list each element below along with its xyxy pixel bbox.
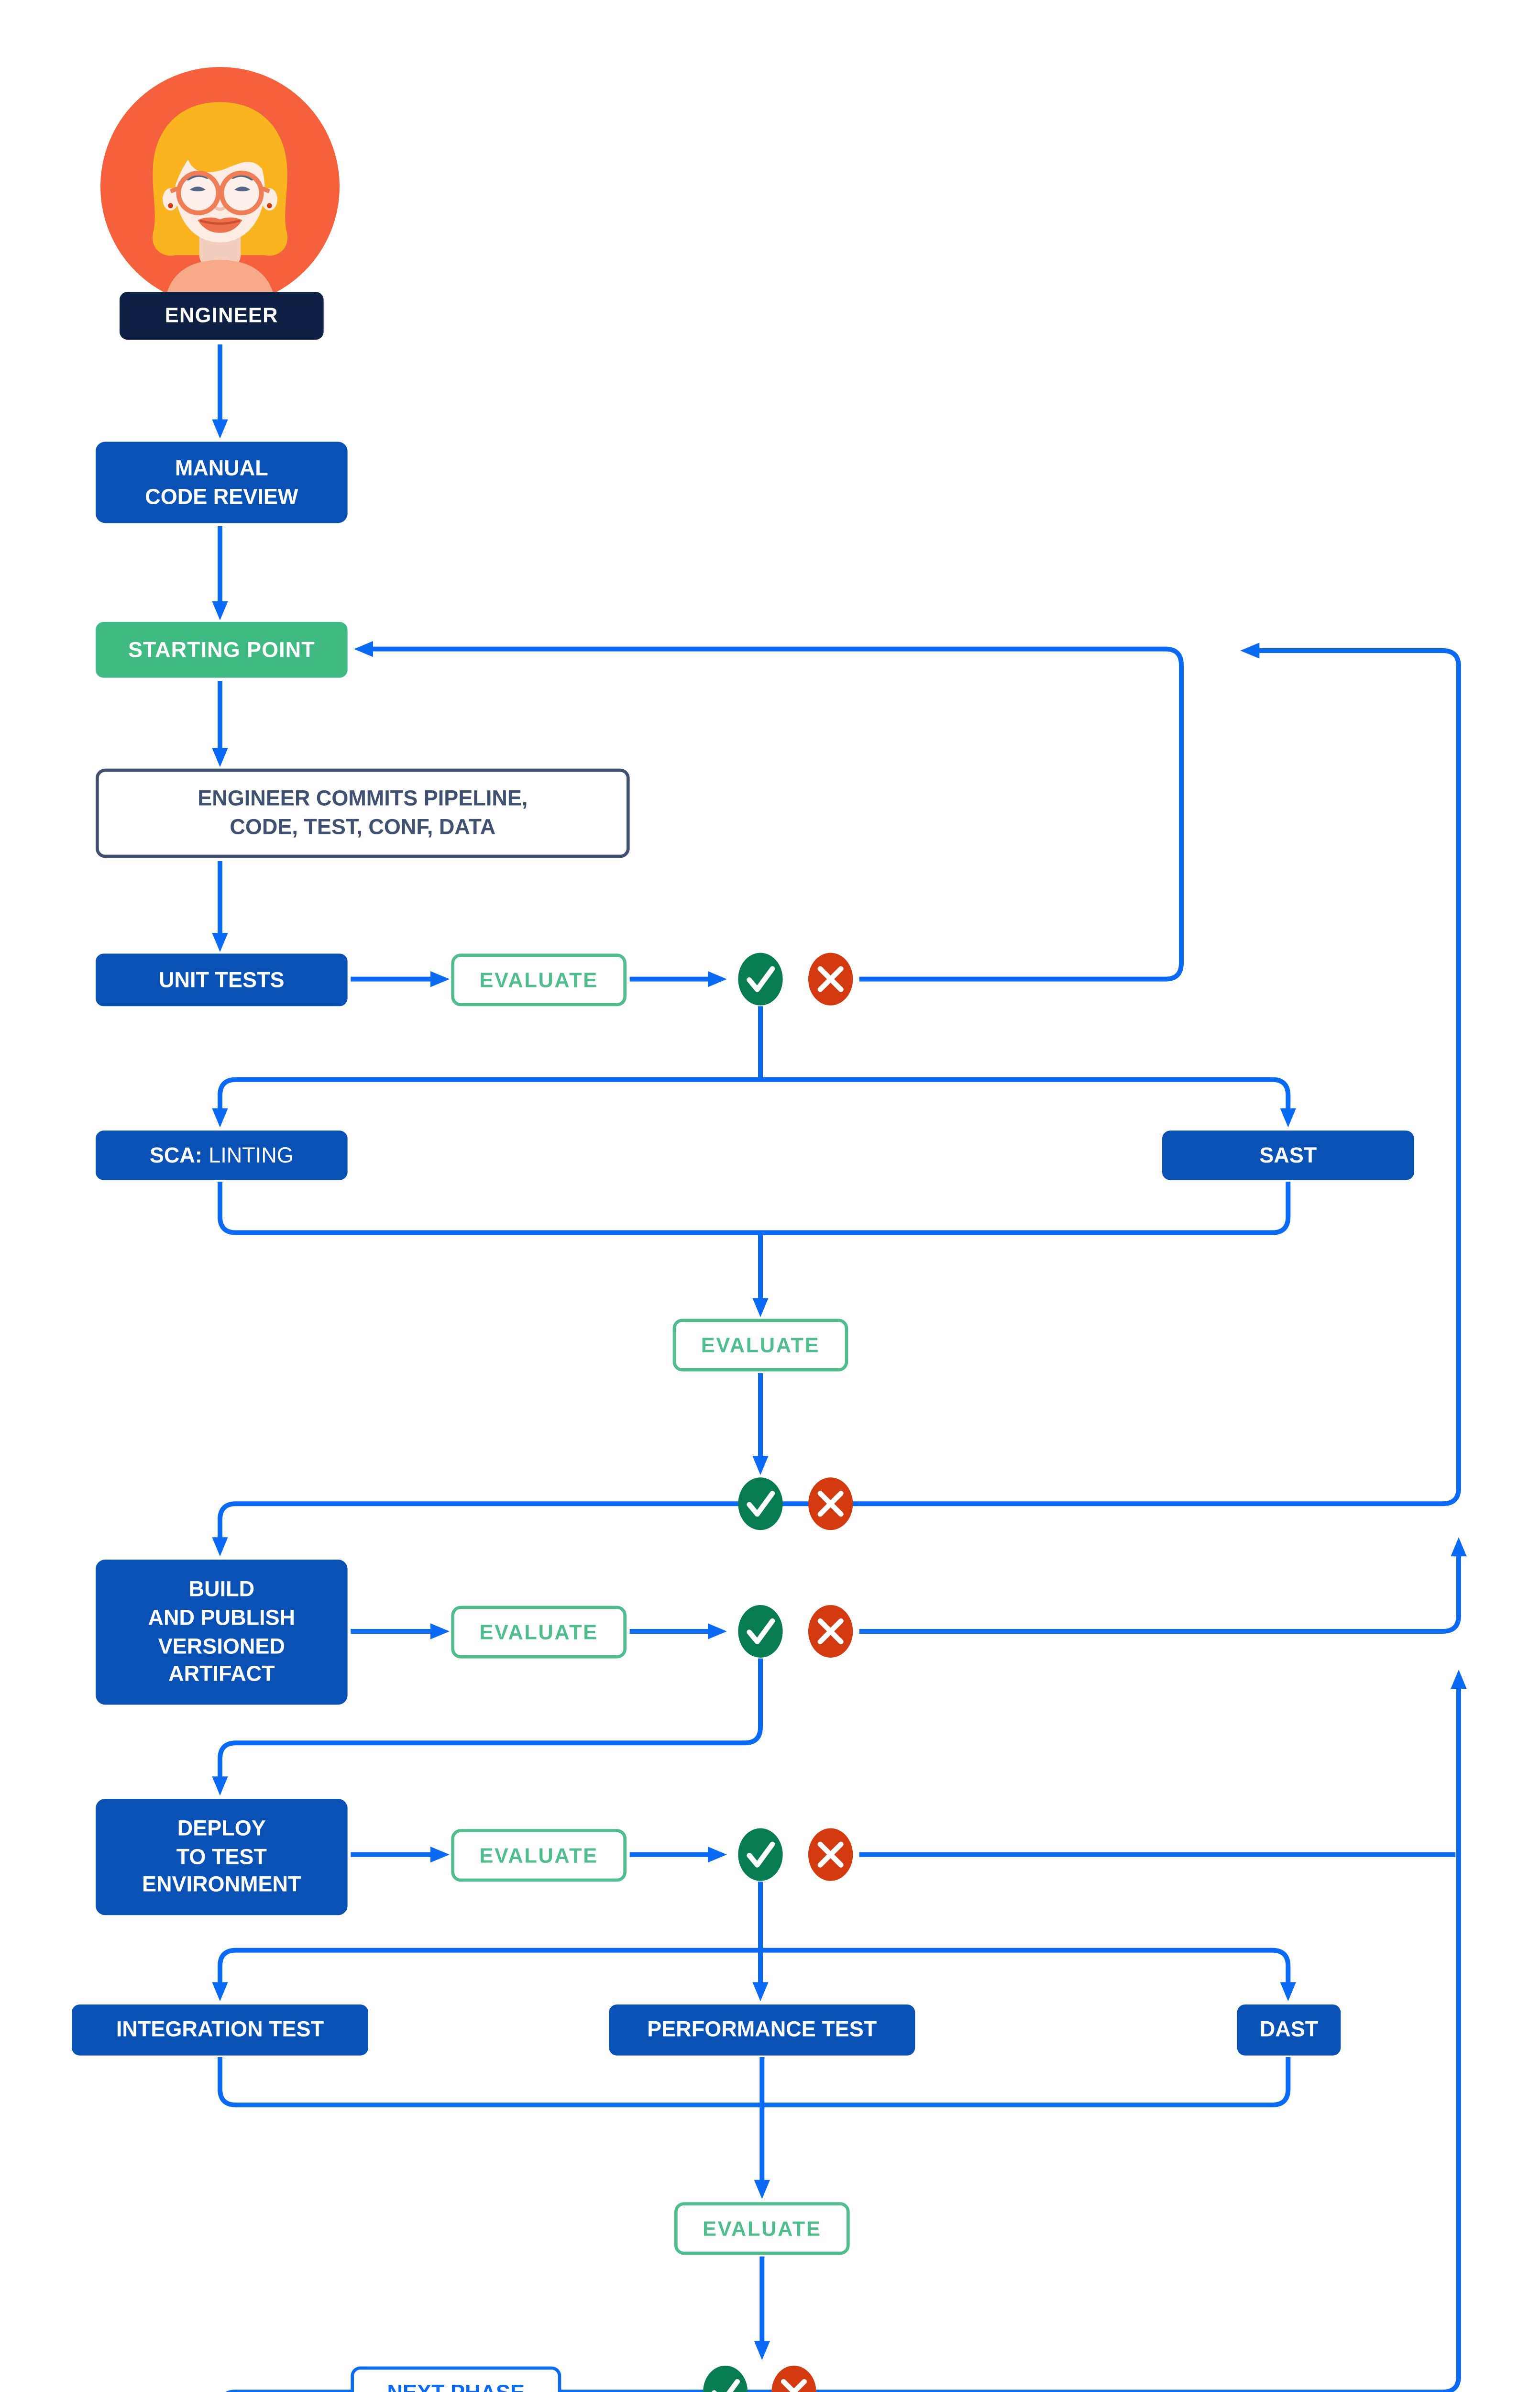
- evaluate-node: EVALUATE: [451, 1606, 627, 1659]
- avatar-earring: [266, 203, 272, 209]
- node-label: DEPLOY: [177, 1816, 266, 1840]
- node-label: LINTING: [209, 1142, 294, 1167]
- node-label: CODE REVIEW: [145, 484, 298, 508]
- node-label: CODE, TEST, CONF, DATA: [230, 815, 496, 839]
- starting-point-node: STARTING POINT: [95, 621, 348, 678]
- fail-rail-right: [1442, 1669, 1467, 2392]
- evaluate-node: EVALUATE: [674, 2202, 850, 2255]
- avatar-ear: [261, 188, 277, 210]
- node-label: ENVIRONMENT: [142, 1872, 301, 1897]
- check-icon: [738, 1828, 783, 1881]
- node-label: PERFORMANCE TEST: [647, 2017, 877, 2041]
- fail-loop-unittests: [353, 641, 1184, 982]
- sast-node: SAST: [1162, 1130, 1414, 1180]
- x-icon: [808, 1477, 853, 1530]
- node-label: EVALUATE: [479, 968, 598, 992]
- merge-dast: [762, 2057, 1291, 2107]
- node-label: EVALUATE: [479, 1620, 598, 1644]
- evaluate-node: EVALUATE: [451, 1829, 627, 1882]
- node-label: EVALUATE: [701, 1333, 820, 1357]
- node-label: BUILD: [188, 1577, 255, 1601]
- avatar-earring: [168, 203, 173, 209]
- x-icon: [771, 2365, 816, 2392]
- avatar-smile-line: [199, 220, 241, 225]
- check-icon: [738, 1605, 783, 1658]
- engineer-commits-node: ENGINEER COMMITS PIPELINE, CODE, TEST, C…: [95, 768, 630, 858]
- check-icon: [703, 2365, 748, 2392]
- engineer-node: ENGINEER: [119, 291, 324, 340]
- result-icons: [703, 952, 853, 2392]
- merge-sca: [217, 1181, 760, 1235]
- fail-loop-build: [859, 1537, 1467, 1634]
- node-label: SAST: [1259, 1142, 1317, 1167]
- node-label: EVALUATE: [703, 2216, 822, 2241]
- branch-to-dast: [760, 1948, 1296, 2002]
- node-label: STARTING POINT: [128, 637, 315, 661]
- avatar-lips: [198, 217, 242, 233]
- x-icon: [808, 952, 853, 1006]
- node-label: TO TEST: [176, 1844, 267, 1869]
- evaluate-node: EVALUATE: [451, 953, 627, 1007]
- unit-tests-node: UNIT TESTS: [95, 953, 348, 1007]
- dast-node: DAST: [1237, 2004, 1341, 2056]
- performance-test-node: PERFORMANCE TEST: [609, 2004, 915, 2056]
- node-label: MANUAL: [175, 455, 268, 480]
- x-icon: [808, 1605, 853, 1658]
- avatar-eye: [234, 186, 251, 191]
- next-phase-node: NEXT PHASE: [351, 2366, 561, 2392]
- evaluate-node: EVALUATE: [672, 1318, 848, 1372]
- node-label: INTEGRATION TEST: [116, 2017, 324, 2041]
- node-label: ENGINEER COMMITS PIPELINE,: [198, 786, 528, 810]
- branch-to-sca: [212, 1077, 760, 1128]
- node-label: DAST: [1259, 2017, 1319, 2041]
- check-icon: [738, 952, 783, 1006]
- pass-route-to-deploy: [212, 1658, 763, 1796]
- engineer-avatar: [100, 66, 340, 306]
- avatar-ear: [162, 188, 179, 210]
- manual-code-review-node: MANUAL CODE REVIEW: [95, 442, 348, 523]
- branch-to-sast: [760, 1077, 1296, 1128]
- node-label: SCA:: [149, 1142, 202, 1167]
- node-label: UNIT TESTS: [159, 967, 285, 991]
- node-label: ARTIFACT: [168, 1662, 275, 1686]
- sca-linting-node: SCA: LINTING: [95, 1130, 348, 1180]
- check-icon: [738, 1477, 783, 1530]
- avatar-eye: [189, 186, 206, 191]
- deploy-test-node: DEPLOY TO TEST ENVIRONMENT: [95, 1798, 348, 1916]
- avatar-glasses: [170, 170, 270, 215]
- avatar-fringe: [173, 127, 268, 191]
- x-icon: [808, 1828, 853, 1881]
- integration-test-node: INTEGRATION TEST: [71, 2004, 368, 2056]
- build-artifact-node: BUILD AND PUBLISH VERSIONED ARTIFACT: [95, 1559, 348, 1705]
- node-label: VERSIONED: [158, 1633, 285, 1658]
- avatar-nose: [213, 205, 227, 211]
- node-label: EVALUATE: [479, 1843, 598, 1868]
- node-label: NEXT PHASE: [387, 2379, 525, 2392]
- engineer-label: ENGINEER: [165, 303, 278, 328]
- branch-to-integration: [212, 1948, 760, 2002]
- node-label: AND PUBLISH: [148, 1605, 296, 1629]
- merge-integration: [217, 2057, 762, 2107]
- fail-loop-sca-sast: [859, 642, 1461, 1506]
- merge-sast: [760, 1181, 1291, 1235]
- pass-route-to-build: [212, 1501, 859, 1557]
